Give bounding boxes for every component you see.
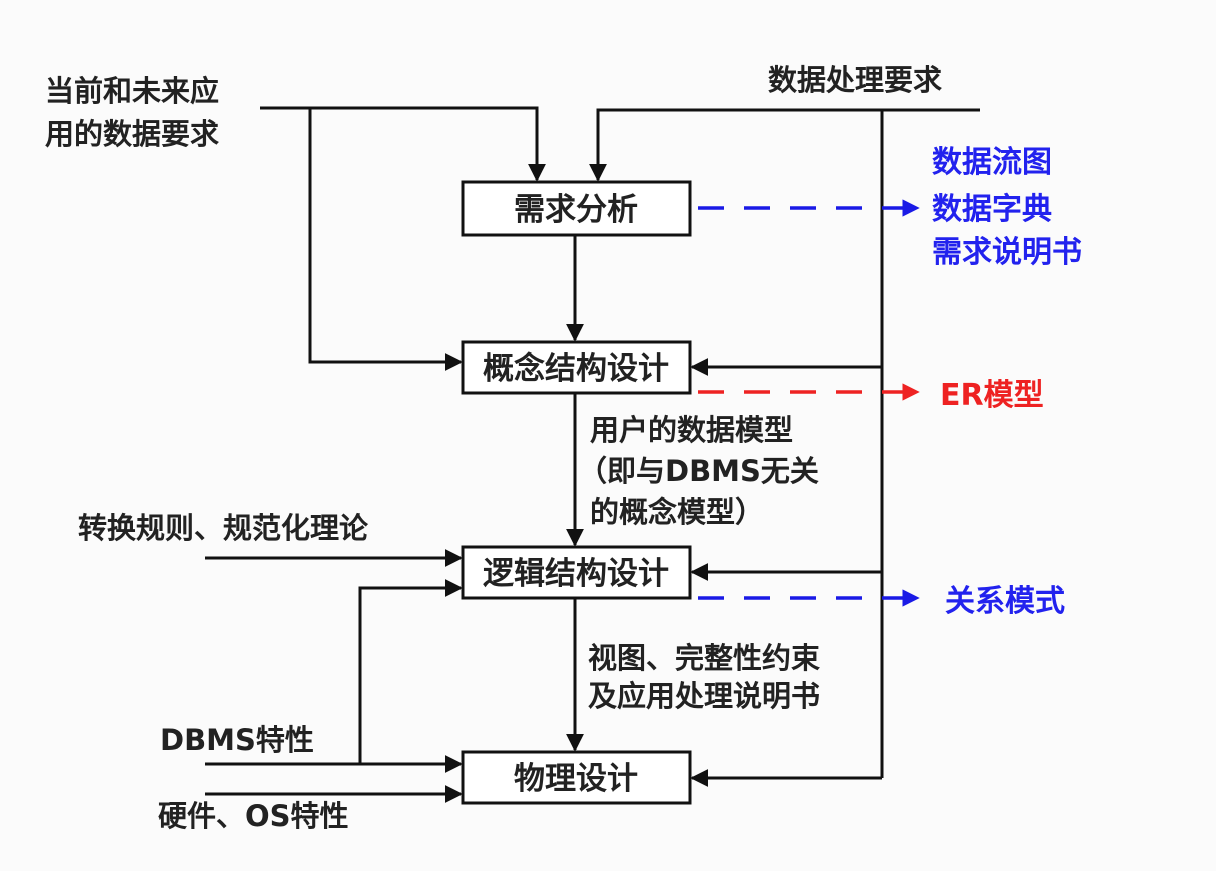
stage-conceptual: 概念结构设计	[461, 340, 692, 395]
arrow-data-req-to-conceptual	[308, 108, 463, 371]
arrow-data-req-to-requirements	[260, 106, 546, 182]
input-label: 当前和未来应	[45, 74, 219, 108]
arrow-dbms-to-logical	[358, 579, 463, 764]
stage-requirements: 需求分析	[461, 180, 692, 237]
output-label: 关系模式	[945, 584, 1065, 619]
input-label: 用的数据要求	[45, 117, 219, 151]
intermediate-label: 及应用处理说明书	[588, 679, 820, 713]
input-label: 转换规则、规范化理论	[78, 511, 369, 545]
output-label: 数据流图	[932, 145, 1052, 180]
intermediate-label: 视图、完整性约束	[588, 641, 820, 675]
stage-label: 物理设计	[514, 761, 638, 797]
stage-label: 需求分析	[514, 192, 638, 228]
stage-physical: 物理设计	[461, 750, 692, 805]
input-label: 数据处理要求	[768, 63, 942, 97]
stage-label: 逻辑结构设计	[483, 556, 669, 592]
input-label: DBMS特性	[160, 723, 314, 757]
connectors	[205, 106, 980, 803]
input-label: 硬件、OS特性	[158, 799, 349, 833]
output-label: ER模型	[940, 378, 1044, 413]
stage-label: 概念结构设计	[483, 351, 669, 387]
intermediate-label: 用户的数据模型	[590, 413, 793, 447]
intermediate-label: （即与DBMS无关	[578, 454, 819, 488]
output-label: 需求说明书	[932, 235, 1082, 270]
intermediate-label: 的概念模型）	[590, 495, 764, 529]
output-label: 数据字典	[932, 192, 1052, 227]
stage-logical: 逻辑结构设计	[461, 545, 692, 600]
arrow-processing-to-requirements	[589, 108, 980, 182]
